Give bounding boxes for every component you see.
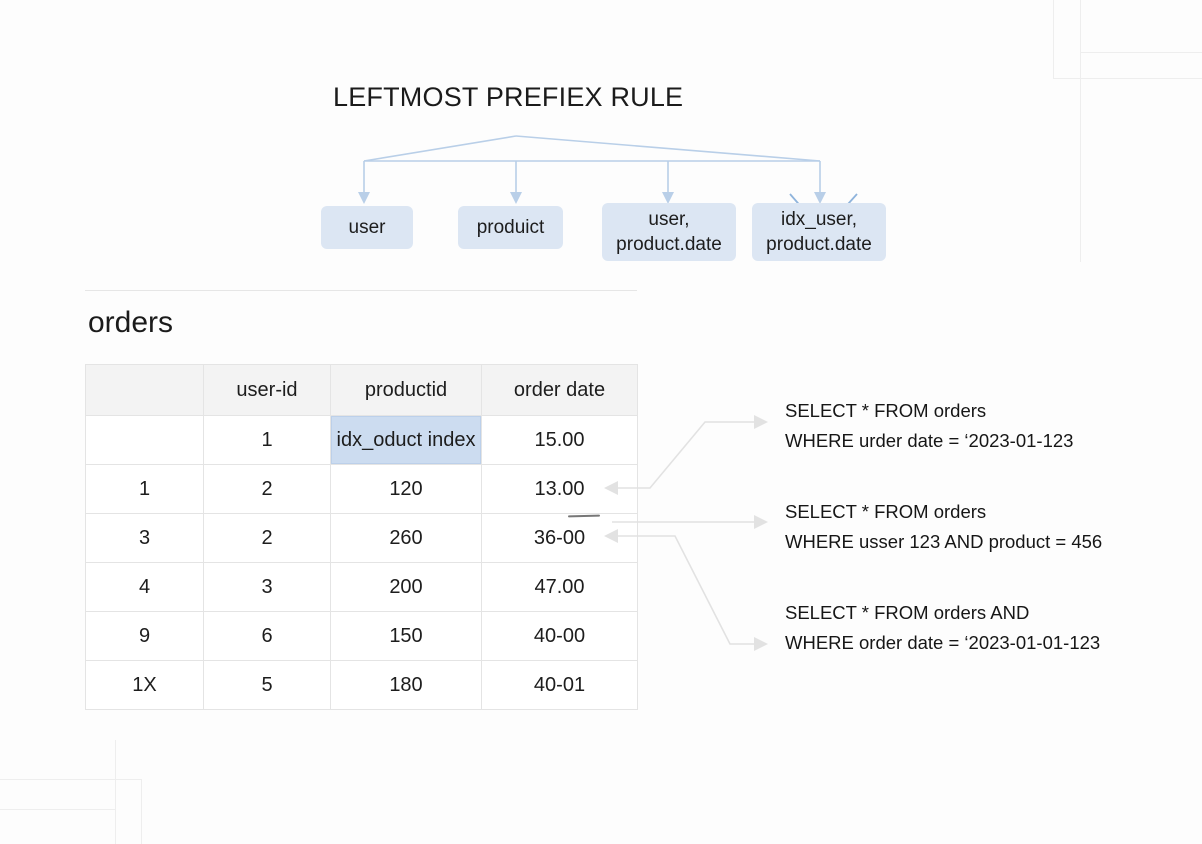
table-cell: 1 <box>85 464 204 514</box>
column-header-blank <box>85 364 204 416</box>
table-cell: 200 <box>330 562 482 612</box>
table-cell: 1 <box>203 415 331 465</box>
table-cell: 3 <box>85 513 204 563</box>
decor-line-top-right-3 <box>1080 52 1202 53</box>
table-row: 1 idx_oduct index 15.00 <box>85 415 638 465</box>
table-cell: 1X <box>85 660 204 710</box>
prefix-box-product[interactable]: produict <box>458 206 563 249</box>
table-cell: 36-00 <box>481 513 638 563</box>
page-title: LEFTMOST PREFIEX RULE <box>333 82 684 112</box>
column-header-user-id: user-id <box>203 364 331 416</box>
decor-line-bottom-left-3 <box>0 779 141 780</box>
table-cell: 260 <box>330 513 482 563</box>
decor-line-bottom-left-4 <box>0 809 115 810</box>
prefix-box-idx-user-product-date[interactable]: idx_user, product.date <box>752 203 886 261</box>
table-cell: 3 <box>203 562 331 612</box>
table-header-row: user-id productid order date <box>85 364 638 416</box>
table-cell: 15.00 <box>481 415 638 465</box>
sql-query-3: SELECT * FROM orders AND WHERE order dat… <box>785 602 1101 653</box>
prefix-box-user[interactable]: user <box>321 206 413 249</box>
table-cell: 120 <box>330 464 482 514</box>
table-cell: 47.00 <box>481 562 638 612</box>
section-divider <box>85 290 637 291</box>
decor-line-bottom-left-2 <box>141 779 142 844</box>
table-cell: 5 <box>203 660 331 710</box>
prefix-box-user-product-date[interactable]: user, product.date <box>602 203 736 261</box>
table-row: 4 3 200 47.00 <box>85 562 638 612</box>
prefix-tree-connector <box>358 135 858 233</box>
table-cell: 13.00 <box>481 464 638 514</box>
decor-line-top-right-2 <box>1080 0 1081 262</box>
table-cell <box>85 415 204 465</box>
table-cell: 9 <box>85 611 204 661</box>
column-header-productid: productid <box>330 364 482 416</box>
table-row: 9 6 150 40-00 <box>85 611 638 661</box>
table-cell: 150 <box>330 611 482 661</box>
column-header-order-date: order date <box>481 364 638 416</box>
decor-line-top-right-1 <box>1053 0 1054 79</box>
table-cell: 4 <box>85 562 204 612</box>
decor-line-bottom-left-1 <box>115 740 116 844</box>
sql-query-2: SELECT * FROM orders WHERE usser 123 AND… <box>785 501 1103 552</box>
table-row: 1 2 120 13.00 <box>85 464 638 514</box>
table-cell: 40-00 <box>481 611 638 661</box>
table-cell: 40-01 <box>481 660 638 710</box>
orders-table: user-id productid order date 1 idx_oduct… <box>85 364 638 710</box>
table-cell: 2 <box>203 464 331 514</box>
table-row: 3 2 260 36-00 <box>85 513 638 563</box>
table-cell-highlighted[interactable]: idx_oduct index <box>330 415 482 465</box>
orders-heading: orders <box>88 306 174 339</box>
sql-query-1: SELECT * FROM orders WHERE urder date = … <box>785 400 1074 451</box>
table-cell: 180 <box>330 660 482 710</box>
decor-line-top-right-4 <box>1053 78 1202 79</box>
table-cell: 6 <box>203 611 331 661</box>
table-cell: 2 <box>203 513 331 563</box>
table-row: 1X 5 180 40-01 <box>85 660 638 710</box>
